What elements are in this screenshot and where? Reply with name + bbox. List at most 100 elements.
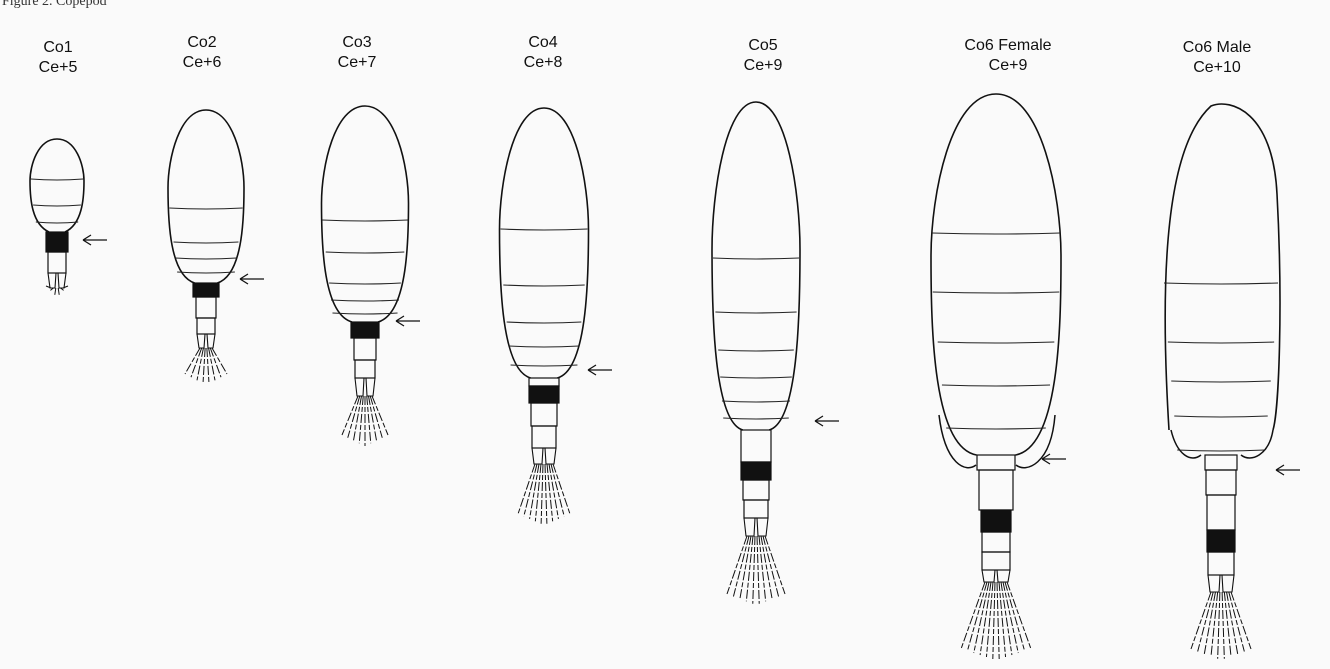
body-outline [168, 110, 244, 283]
urosome-segment [196, 297, 216, 318]
copepod-co5 [712, 102, 839, 604]
segment-line [326, 252, 405, 253]
arrow-icon [240, 274, 264, 284]
segment-line [720, 377, 792, 378]
urosome-segment-marked [981, 510, 1011, 532]
urosome-segment [1206, 470, 1236, 495]
seta [185, 348, 200, 374]
urosome-segment [982, 532, 1010, 552]
segment-line [332, 313, 397, 314]
segment-line [175, 258, 236, 259]
seta [763, 536, 779, 596]
segment-line [715, 312, 796, 313]
seta [753, 536, 755, 604]
segment-line [329, 283, 401, 284]
seta [524, 464, 537, 516]
urosome-segment [1207, 495, 1235, 530]
seta [55, 288, 56, 295]
arrow-icon [588, 365, 612, 375]
seta [765, 536, 785, 594]
segment-line [1174, 416, 1267, 417]
seta [530, 464, 539, 519]
seta [746, 536, 753, 601]
segment-line [938, 342, 1055, 343]
body-outline [500, 108, 589, 378]
segment-line [503, 285, 584, 286]
seta [203, 348, 205, 383]
urosome-segment [982, 552, 1010, 570]
urosome-segment [977, 455, 1015, 470]
arrow-icon [396, 316, 420, 326]
urosome-segment [743, 480, 769, 500]
segment-line [1164, 283, 1278, 284]
seta [759, 536, 766, 601]
caudal-rami [197, 334, 215, 348]
body-outline [712, 102, 800, 430]
caudal-rami [1208, 575, 1234, 592]
segment-line [33, 205, 81, 206]
urosome-segment-marked [351, 322, 379, 338]
urosome-segment-marked [46, 232, 68, 252]
copepod-co6-female [931, 94, 1066, 659]
arrow-icon [1276, 465, 1300, 475]
seta [961, 582, 985, 649]
urosome-segment [531, 403, 557, 426]
urosome-segment [354, 338, 376, 360]
urosome-segment [355, 360, 375, 378]
caudal-rami [532, 448, 556, 464]
seta [1007, 582, 1031, 649]
seta [535, 464, 541, 521]
seta [1198, 592, 1214, 651]
seta [1222, 592, 1224, 659]
urosome-segment [744, 500, 768, 518]
seta [545, 464, 547, 524]
segment-line [511, 365, 578, 366]
urosome-segment-marked [1207, 530, 1235, 552]
segment-line [718, 350, 794, 351]
segment-line [713, 258, 799, 259]
urosome-segment [532, 426, 556, 448]
seta [993, 582, 995, 659]
segment-line [501, 229, 588, 230]
segment-line [507, 322, 582, 323]
urosome-segment [529, 378, 559, 386]
caudal-rami [48, 273, 66, 288]
segment-line [31, 179, 83, 180]
caudal-rami [982, 570, 1010, 582]
seta [207, 348, 209, 383]
seta [547, 464, 553, 521]
seta [1227, 592, 1238, 654]
seta [997, 582, 999, 659]
seta [1204, 592, 1215, 654]
seta [733, 536, 749, 596]
urosome-segment [979, 470, 1013, 510]
seta [727, 536, 747, 594]
segment-line [509, 346, 579, 347]
seta [551, 464, 564, 516]
segment-line [322, 220, 408, 221]
segment-line [1168, 342, 1274, 343]
seta [1229, 592, 1245, 651]
urosome-segment [197, 318, 215, 334]
body-outline [30, 139, 84, 232]
seta [1211, 592, 1218, 656]
body-outline [931, 94, 1061, 455]
urosome-segment-marked [741, 462, 771, 480]
segment-line [932, 233, 1060, 234]
seta [549, 464, 558, 519]
copepod-co1 [30, 139, 107, 295]
caudal-rami [744, 518, 768, 536]
body-outline [322, 106, 409, 322]
segment-line [36, 222, 78, 223]
copepod-co6-male [1164, 104, 1300, 659]
urosome-segment [48, 252, 66, 273]
seta [541, 464, 543, 524]
segment-line [946, 428, 1046, 429]
copepod-co2 [168, 110, 264, 383]
seta [967, 582, 987, 651]
seta [1005, 582, 1025, 651]
seta [1224, 592, 1231, 656]
segment-line [173, 242, 238, 243]
seta [212, 348, 227, 374]
